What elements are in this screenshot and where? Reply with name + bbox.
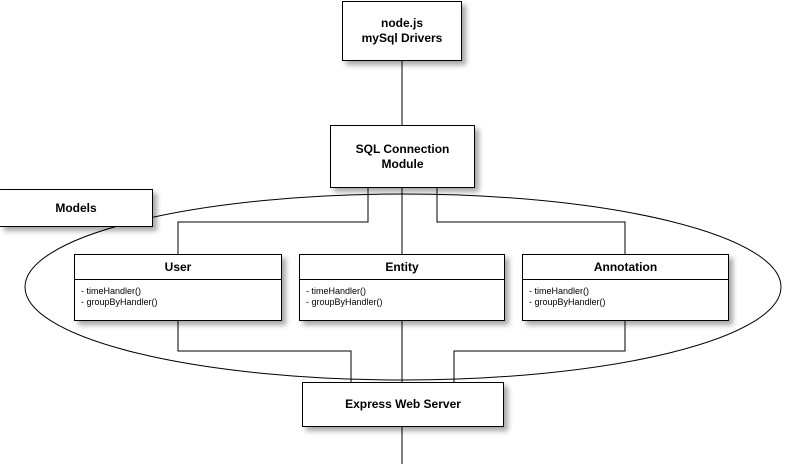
express-web-server-label: Express Web Server bbox=[345, 397, 461, 411]
sql-to-user-connector bbox=[177, 188, 369, 254]
user-class-title: User bbox=[75, 255, 281, 280]
entity-class-box: Entity - timeHandler() - groupByHandler(… bbox=[299, 254, 505, 321]
user-method-time-handler: - timeHandler() bbox=[81, 286, 142, 296]
express-web-server-box: Express Web Server bbox=[302, 382, 504, 427]
user-class-box: User - timeHandler() - groupByHandler() bbox=[74, 254, 282, 321]
sql-connection-module-box: SQL Connection Module bbox=[330, 125, 475, 188]
user-class-methods: - timeHandler() - groupByHandler() bbox=[75, 280, 281, 308]
models-label-box: Models bbox=[0, 189, 153, 227]
mysql-drivers-label: mySql Drivers bbox=[361, 31, 443, 45]
entity-method-time-handler: - timeHandler() bbox=[306, 286, 367, 296]
annotation-method-time-handler: - timeHandler() bbox=[529, 286, 590, 296]
entity-method-group-by-handler: - groupByHandler() bbox=[306, 297, 383, 307]
entity-class-methods: - timeHandler() - groupByHandler() bbox=[300, 280, 504, 308]
sql-to-annotation-connector bbox=[436, 188, 626, 254]
annotation-class-methods: - timeHandler() - groupByHandler() bbox=[523, 280, 728, 308]
entity-class-title: Entity bbox=[300, 255, 504, 280]
module-label: Module bbox=[381, 156, 424, 171]
user-to-server-connector bbox=[177, 321, 352, 382]
models-ellipse bbox=[24, 193, 782, 381]
nodejs-mysql-drivers-box: node.js mySql Drivers bbox=[342, 1, 462, 61]
annotation-to-server-connector bbox=[453, 321, 626, 382]
annotation-class-box: Annotation - timeHandler() - groupByHand… bbox=[522, 254, 729, 321]
nodejs-label: node.js bbox=[380, 16, 423, 30]
sql-connection-label: SQL Connection bbox=[355, 141, 450, 156]
annotation-method-group-by-handler: - groupByHandler() bbox=[529, 297, 606, 307]
annotation-class-title: Annotation bbox=[523, 255, 728, 280]
models-label: Models bbox=[55, 201, 97, 215]
user-method-group-by-handler: - groupByHandler() bbox=[81, 297, 158, 307]
